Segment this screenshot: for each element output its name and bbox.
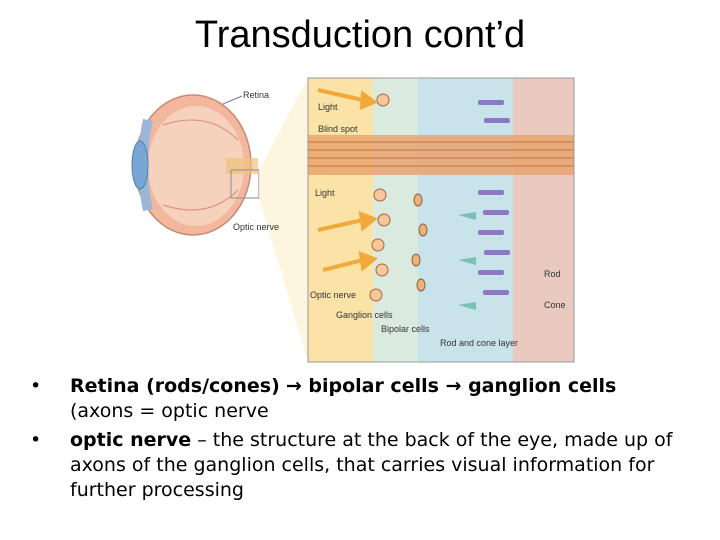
slide-title: Transduction cont’d <box>194 14 526 56</box>
label-optic-nerve-eye: Optic nerve <box>233 222 279 232</box>
eye-cross-section <box>131 94 260 236</box>
pathway-ganglion: ganglion cells <box>461 375 617 397</box>
bullet-list: • Retina (rods/cones) → bipolar cells → … <box>30 374 700 507</box>
optic-nerve-definition: – the structure at the back of the eye, … <box>70 429 673 501</box>
label-cone: Cone <box>544 300 566 310</box>
optic-nerve-term: optic nerve <box>70 429 192 451</box>
label-retina: Retina <box>243 90 269 100</box>
arrow-icon: → <box>445 375 462 397</box>
label-bipolar-cells: Bipolar cells <box>381 324 430 334</box>
label-rod-and-cone-layer: Rod and cone layer <box>440 338 518 348</box>
arrow-icon: → <box>285 375 302 397</box>
pathway-bipolar: bipolar cells <box>301 375 446 397</box>
pathway-retina: Retina (rods/cones) <box>70 375 280 397</box>
label-light-top: Light <box>318 102 338 112</box>
bullet-item-optic-nerve: • optic nerve – the structure at the bac… <box>30 428 700 503</box>
bullet-marker: • <box>30 375 42 397</box>
label-ganglion-cells: Ganglion cells <box>336 310 393 320</box>
label-blind-spot: Blind spot <box>318 124 358 134</box>
bullet-marker: • <box>30 429 42 451</box>
label-light-middle: Light <box>315 188 335 198</box>
pathway-axons-note: (axons = optic nerve <box>70 400 269 422</box>
retina-detail-panel <box>307 77 575 363</box>
bullet-item-pathway: • Retina (rods/cones) → bipolar cells → … <box>30 374 700 424</box>
zoom-funnel <box>259 78 308 362</box>
retina-diagram: Retina Light Blind spot Light Optic nerv… <box>118 70 580 366</box>
label-rod: Rod <box>544 269 561 279</box>
label-optic-nerve-detail: Optic nerve <box>310 290 356 300</box>
light-arrows <box>317 88 379 272</box>
